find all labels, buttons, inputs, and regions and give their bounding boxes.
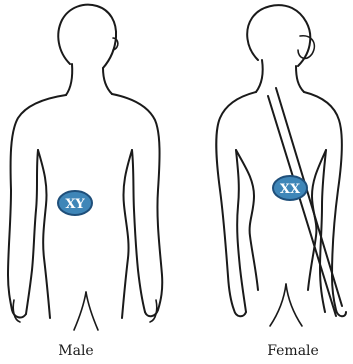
male-caption: Male [31, 343, 121, 359]
male-head [58, 5, 116, 68]
male-chromosome-badge: XY [58, 191, 92, 215]
female-caption: Female [248, 343, 338, 359]
female-chromosome-badge: XX [273, 176, 307, 200]
male-right-arm [112, 94, 162, 316]
female-left-arm [216, 92, 256, 316]
female-chromosome-label: XX [280, 182, 301, 197]
female-figure [216, 5, 346, 326]
male-chromosome-label: XY [65, 197, 85, 212]
male-figure [8, 5, 162, 330]
